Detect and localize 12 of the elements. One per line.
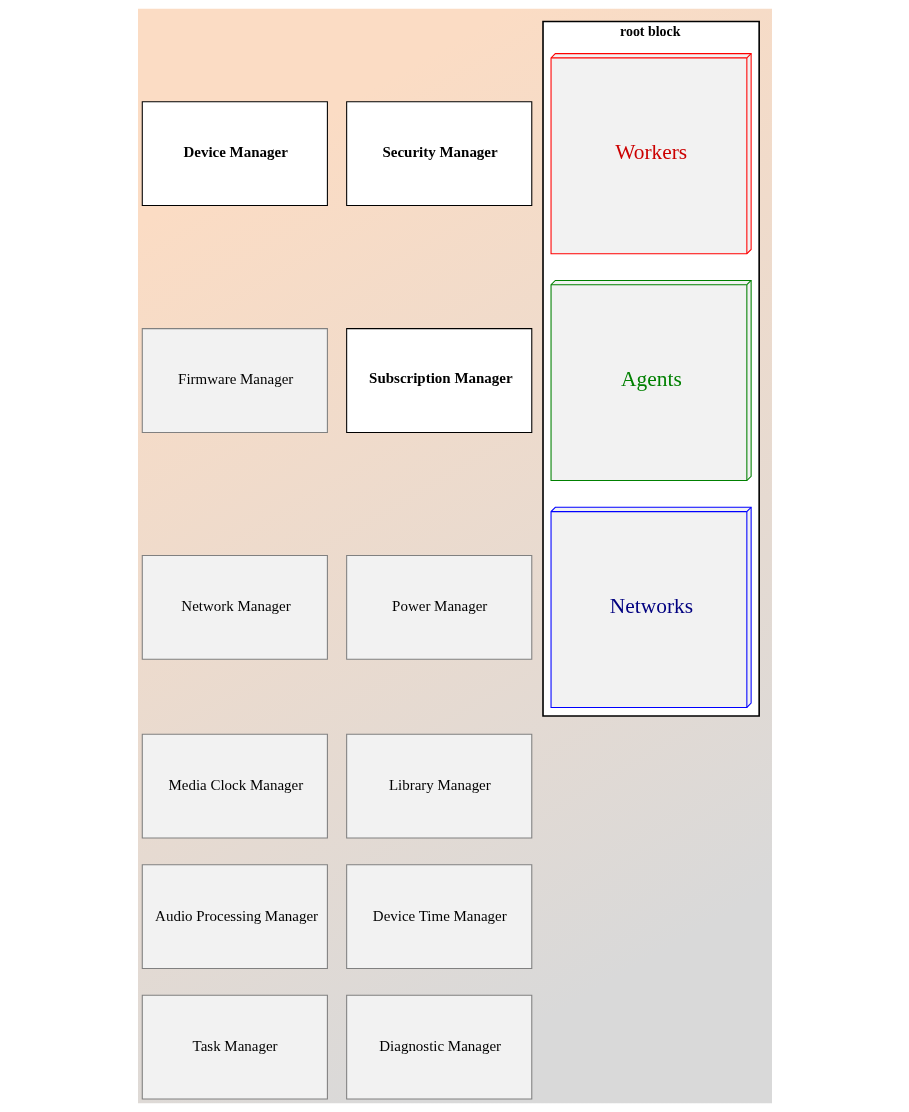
node-box: Network Manager [141,554,328,660]
node-box: Media Clock Manager [141,733,328,839]
node-box: Audio Processing Manager [141,864,328,970]
node-box: Diagnostic Manager [345,994,532,1100]
node-box: Task Manager [141,994,328,1100]
node-box: Device Time Manager [345,864,532,970]
node-box: Power Manager [345,554,532,660]
node-box: Security Manager [345,101,532,207]
node-box: Subscription Manager [345,328,532,433]
node-box: Library Manager [345,733,532,839]
node-box: Firmware Manager [141,328,328,433]
node-box: Device Manager [141,101,328,207]
